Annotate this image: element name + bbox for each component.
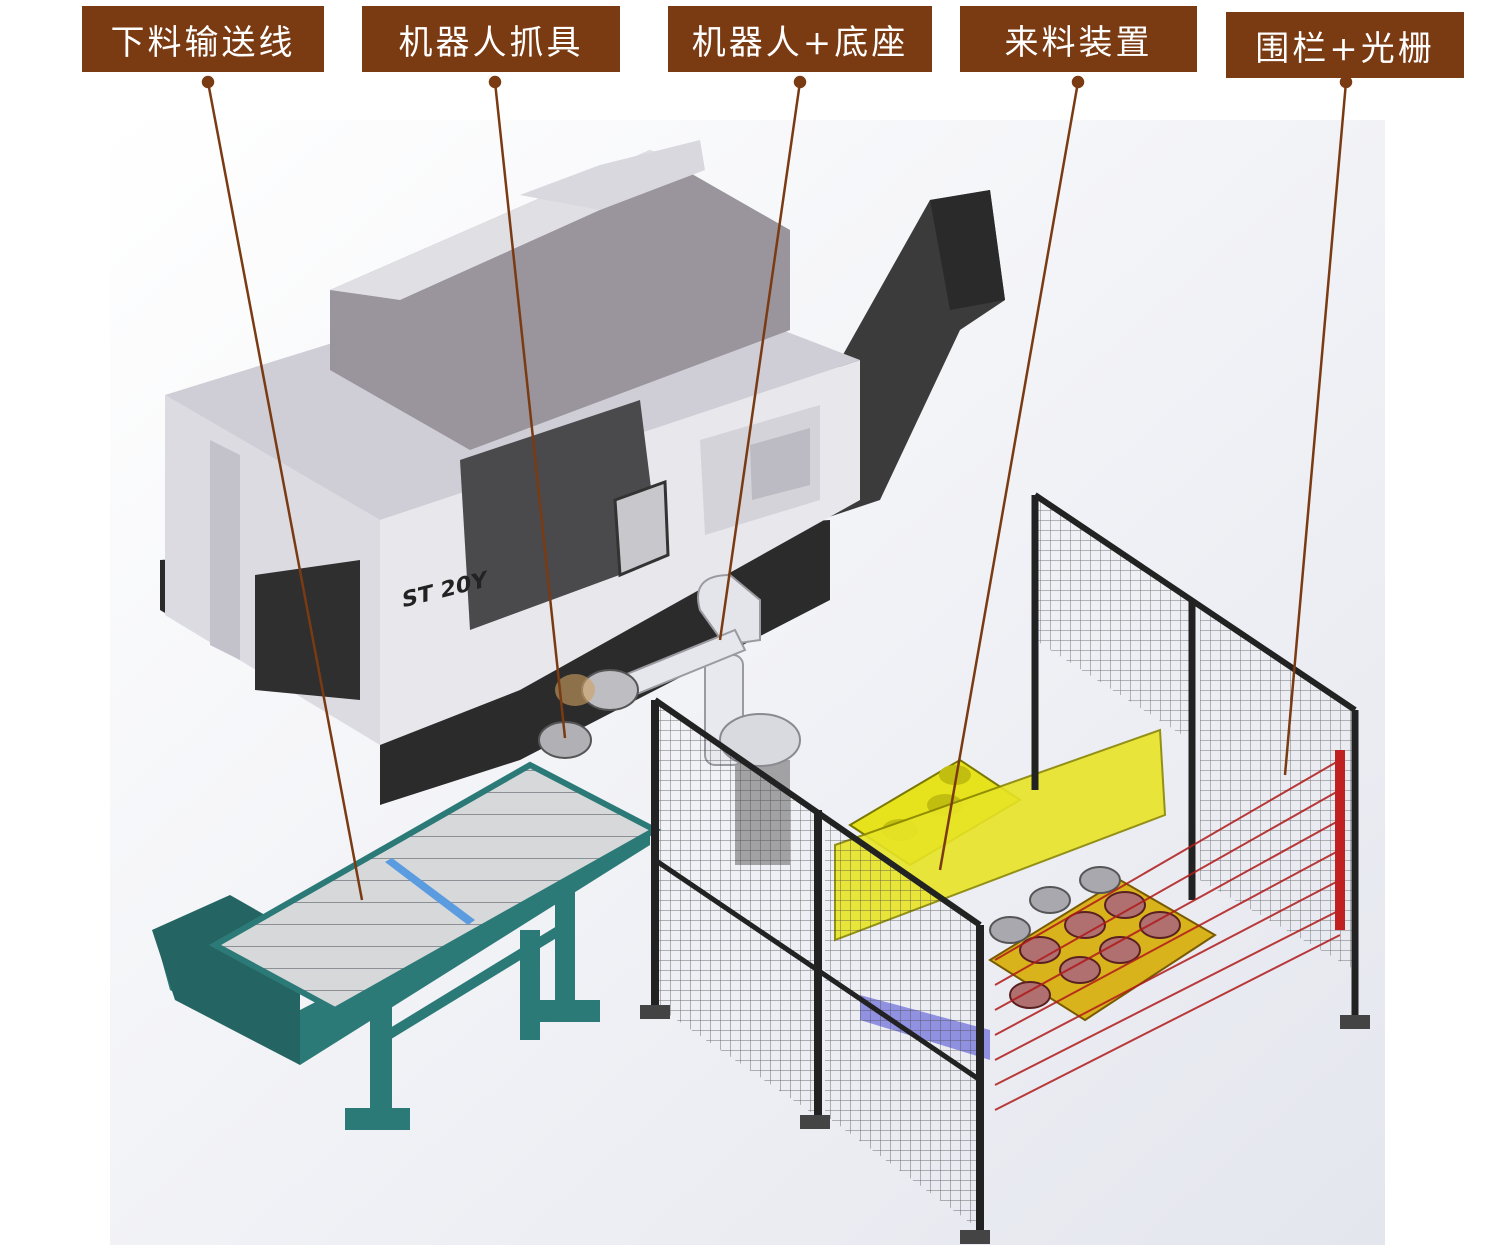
robot-gripper — [538, 669, 639, 759]
callout-robot-gripper: 机器人抓具 — [362, 6, 620, 72]
fence-and-light-curtain — [640, 492, 1370, 1244]
callout-robot-base: 机器人+底座 — [668, 6, 932, 72]
callout-outfeed-conveyor: 下料输送线 — [82, 6, 324, 72]
callout-infeed-device: 来料装置 — [960, 6, 1197, 72]
outfeed-conveyor — [152, 761, 662, 1130]
leader-lines — [201, 75, 1353, 901]
callout-fence-light-curtain: 围栏+光栅 — [1226, 12, 1464, 78]
cnc-lathe — [160, 140, 1005, 805]
